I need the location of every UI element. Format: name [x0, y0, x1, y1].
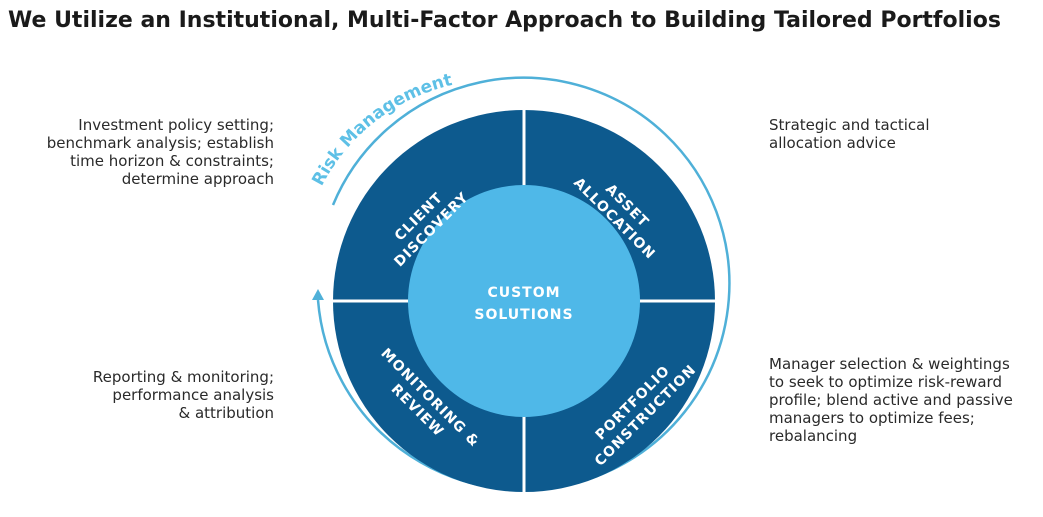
- description-line: Investment policy setting;: [78, 116, 274, 134]
- asset-allocation-description: Strategic and tactical allocation advice: [769, 116, 930, 152]
- description-line: determine approach: [121, 170, 274, 188]
- description-line: to seek to optimize risk-reward: [769, 373, 1002, 391]
- center-label-line2: SOLUTIONS: [474, 307, 573, 323]
- center-circle: [408, 185, 640, 417]
- description-line: managers to optimize fees;: [769, 409, 975, 427]
- description-line: profile; blend active and passive: [769, 391, 1013, 409]
- center-label-line1: CUSTOM: [487, 285, 560, 301]
- description-line: rebalancing: [769, 427, 858, 445]
- description-line: time horizon & constraints;: [70, 152, 274, 170]
- description-line: Manager selection & weightings: [769, 355, 1010, 373]
- description-line: performance analysis: [112, 386, 274, 404]
- monitoring-review-description: Reporting & monitoring; performance anal…: [93, 368, 274, 422]
- portfolio-construction-description: Manager selection & weightings to seek t…: [769, 355, 1013, 445]
- description-line: & attribution: [178, 404, 274, 422]
- page-title: We Utilize an Institutional, Multi-Facto…: [8, 8, 1001, 33]
- ring-arrow-icon: [312, 289, 324, 300]
- description-line: Reporting & monitoring;: [92, 368, 274, 386]
- risk-management-ring: [316, 76, 731, 491]
- description-line: benchmark analysis; establish: [46, 134, 274, 152]
- description-line: Strategic and tactical: [769, 116, 930, 134]
- client-discovery-description: Investment policy setting; benchmark ana…: [47, 116, 274, 188]
- description-line: allocation advice: [769, 134, 896, 152]
